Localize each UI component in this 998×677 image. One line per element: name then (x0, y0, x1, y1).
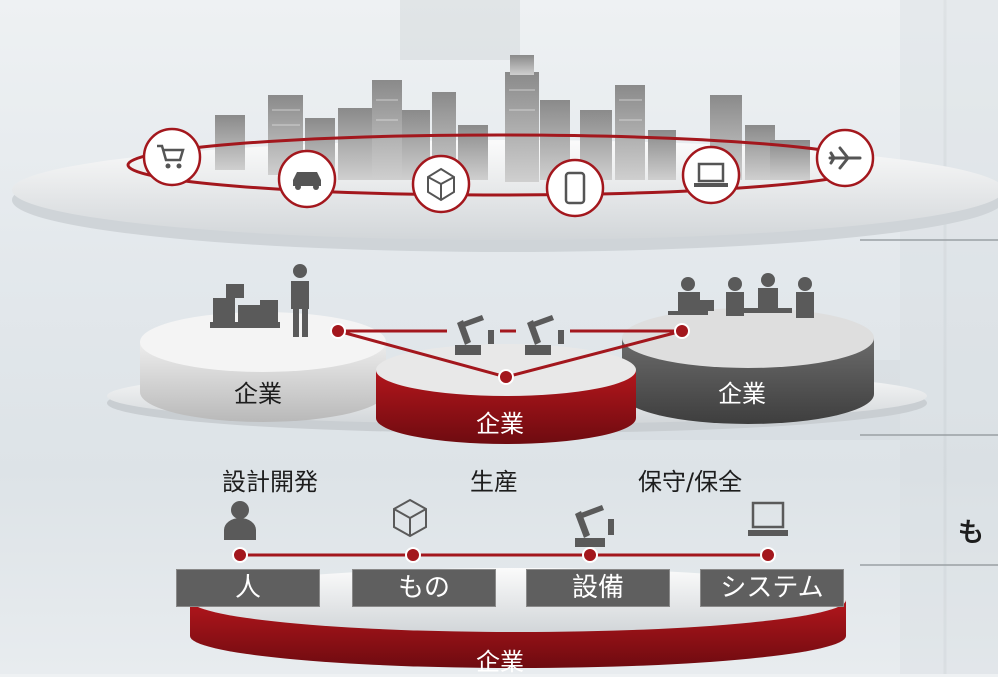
left-company-disc (140, 312, 386, 422)
side-connectors (860, 239, 998, 566)
city-windows (272, 89, 642, 126)
laptop-icon (681, 145, 741, 205)
bottom-company-label: 企業 (476, 648, 524, 676)
person-icon (224, 501, 256, 540)
robot-arm-icon (455, 315, 564, 355)
car-icon (277, 149, 337, 209)
warehouse-worker-icon (210, 264, 309, 337)
element-box-things: もの (352, 569, 496, 607)
center-company-label: 企業 (476, 410, 524, 438)
airplane-icon (815, 128, 875, 188)
office-meeting-icon (668, 273, 814, 318)
element-box-people: 人 (176, 569, 320, 607)
robot-arm-icon-bottom (575, 505, 614, 547)
right-company-label: 企業 (718, 380, 766, 408)
smartphone-icon (545, 158, 605, 218)
process-label-production: 生産 (470, 468, 518, 496)
side-text: も (958, 518, 985, 548)
cube-icon (393, 498, 427, 538)
element-box-system: システム (700, 569, 844, 607)
element-box-equipment: 設備 (526, 569, 670, 607)
left-company-label: 企業 (234, 380, 282, 408)
cube-network-icon (411, 154, 471, 214)
process-label-design: 設計開発 (222, 468, 318, 496)
bottom-company-disc (190, 568, 846, 668)
element-connector (232, 547, 776, 563)
company-network (330, 323, 690, 385)
monitor-icon (748, 501, 788, 536)
process-label-maintenance: 保守/保全 (638, 468, 743, 496)
shopping-cart-icon (142, 127, 202, 187)
right-company-disc (622, 308, 874, 424)
